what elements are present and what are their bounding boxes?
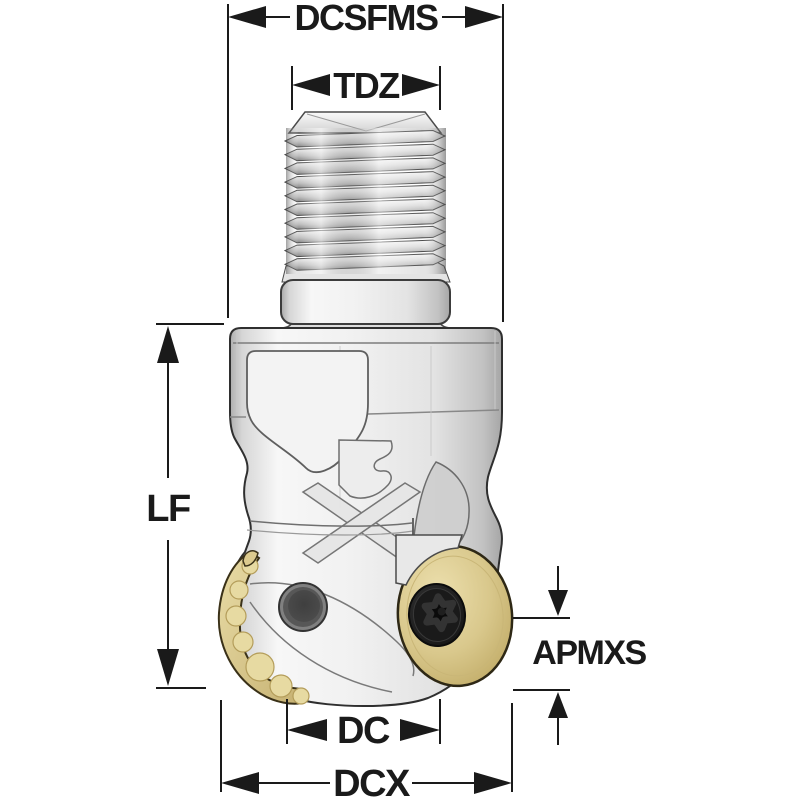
- dc-extension-lines: [286, 699, 441, 744]
- dcx-extension-lines: [220, 700, 513, 792]
- dcsfms-arrow-right: [465, 6, 503, 28]
- bore-hole: [278, 582, 328, 632]
- apmxs-arrow-down: [548, 590, 568, 616]
- x-gash: [301, 482, 422, 564]
- chip-breaker-tab: [338, 439, 393, 499]
- collar: [280, 279, 451, 325]
- label-dcsfms: DCSFMS: [295, 0, 438, 38]
- head-contours: [249, 582, 415, 693]
- dimension-labels: DCSFMS TDZ LF APMXS DC DCX: [146, 0, 648, 800]
- apmxs-arrow-up: [548, 692, 568, 718]
- dc-arrow-right: [400, 719, 440, 741]
- lf-arrow-up: [157, 326, 179, 363]
- dcx-arrow-left: [221, 772, 259, 794]
- label-dc: DC: [337, 710, 390, 752]
- insert-scallops: [225, 557, 310, 705]
- label-dcx: DCX: [333, 763, 411, 800]
- tdz-arrow-left: [292, 74, 330, 96]
- label-tdz: TDZ: [333, 65, 399, 106]
- label-apmxs: APMXS: [532, 634, 646, 672]
- insert-clamp-wedge: [395, 534, 464, 586]
- thread-sheen: [286, 128, 446, 274]
- left-insert-crescent: [217, 550, 310, 705]
- label-lf: LF: [146, 488, 190, 530]
- clamp-screw: [407, 583, 467, 647]
- dcx-arrow-right: [474, 772, 512, 794]
- dimension-graphics: [156, 4, 570, 794]
- shield-pocket: [246, 350, 369, 473]
- dcsfms-extension-lines: [227, 4, 504, 322]
- tdz-extension-lines: [291, 66, 441, 110]
- dc-arrow-left: [287, 719, 327, 741]
- cutter-body-group: [217, 111, 514, 707]
- insert-tip: [242, 550, 259, 567]
- flute-surface: [412, 461, 470, 552]
- tdz-arrow-right: [402, 74, 440, 96]
- lf-arrow-down: [157, 649, 179, 686]
- dcsfms-arrow-left: [228, 6, 266, 28]
